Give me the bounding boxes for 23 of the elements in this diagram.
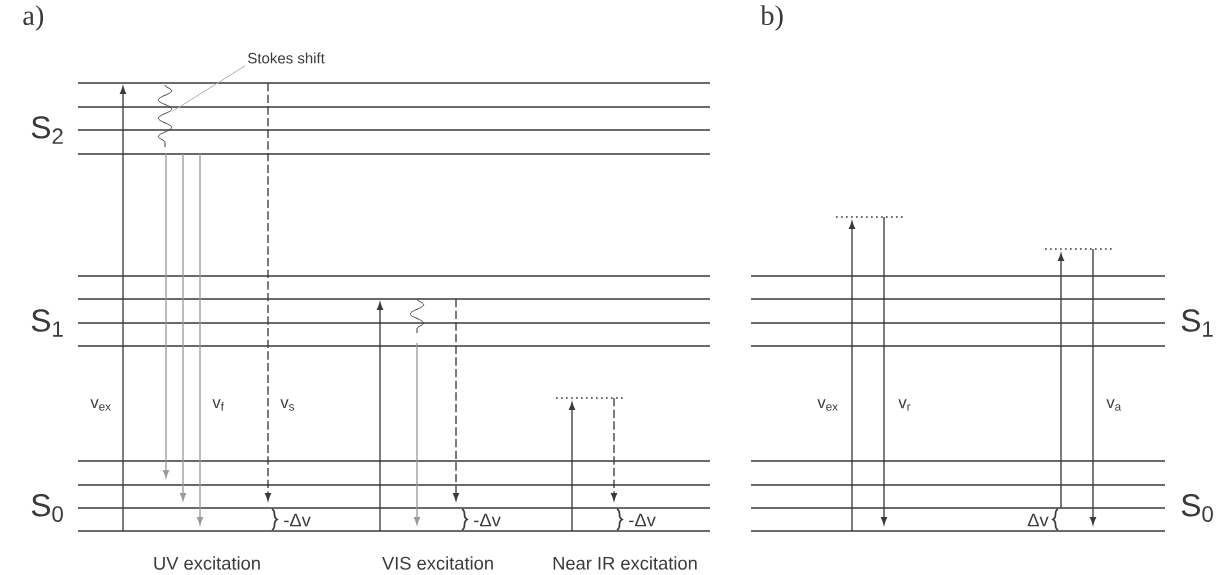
frequency-label: v$_{ex}$: [817, 399, 838, 411]
state-label: S$_{1}$: [31, 309, 63, 337]
leader-line: [171, 65, 246, 112]
excitation-label: Near IR excitation: [553, 556, 697, 570]
excitation-label: UV excitation: [154, 556, 260, 570]
frequency-label: v$_{s}$: [280, 399, 295, 411]
panel-label: b): [760, 5, 783, 31]
frequency-label: v$_{r}$: [898, 399, 911, 411]
shift-label: -Δv: [629, 513, 656, 527]
state-label: S$_{0}$: [31, 494, 63, 522]
callout-text: Stokes shift: [248, 52, 325, 64]
excitation-label: VIS excitation: [382, 556, 493, 570]
wavy-line: [157, 84, 173, 148]
shift-label: -Δv: [284, 513, 311, 527]
state-label: S$_{0}$: [1181, 494, 1213, 522]
frequency-label: v$_{f}$: [212, 399, 224, 411]
frequency-label: v$_{a}$: [1106, 399, 1122, 411]
state-label: S$_{2}$: [31, 116, 63, 144]
panel-label: a): [23, 5, 44, 31]
shift-label: -Δv: [474, 513, 501, 527]
frequency-label: v$_{ex}$: [90, 399, 111, 411]
shift-label: Δv: [1027, 513, 1049, 527]
state-label: S$_{1}$: [1181, 309, 1213, 337]
